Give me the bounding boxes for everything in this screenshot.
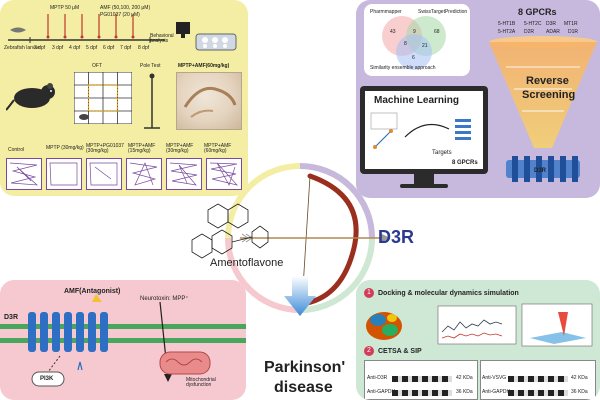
blot-right-label-2: Anti-GAPDH (482, 389, 511, 395)
reverse-screening-funnel (489, 36, 597, 182)
venn-num-e: 21 (422, 43, 428, 49)
timeline-label-6dpf: 6 dpf (103, 45, 115, 51)
amentoflavone-label: Amentoflavone (210, 257, 284, 269)
step-2-label: CETSA & SIP (378, 348, 422, 355)
blot-left-label-1: Anti-D3R (367, 375, 388, 381)
timeline-label-8dpf: 8 dpf (138, 45, 150, 51)
receptor-6: D2R (524, 29, 535, 35)
trace-pg (86, 158, 122, 190)
blot-right-kda-2: 36 KDa (571, 389, 588, 395)
ml-targets-label: Targets (432, 150, 452, 156)
funnel-bottom-d3r: D3R (534, 168, 547, 174)
disease-label-line2: disease (274, 379, 333, 396)
monitor-frame (360, 86, 488, 174)
timeline-label-pg: PG01037 (20 μM) (100, 12, 140, 18)
receptor-3: D3R (546, 21, 557, 27)
venn-num-f: 6 (412, 55, 415, 61)
mouse-icon (6, 83, 55, 111)
group-label-control: Control (8, 147, 25, 153)
blot-right-label-1: Anti-VSVG (482, 375, 507, 381)
blot-right-kda-1: 42 KDa (571, 375, 588, 381)
oft-grid (74, 72, 132, 124)
step-1-badge: 1 (364, 288, 374, 298)
venn-num-d: 8 (404, 41, 407, 47)
mechanism-panel: AMF(Antagonist) D3R Neurotoxin: MPP⁺ PI3… (0, 280, 246, 400)
trace-control (6, 158, 42, 190)
receptor-2: 5-HT2C (524, 21, 542, 27)
group-label-amf60: MPTP+AMF (60mg/kg) (204, 143, 232, 154)
ml-count-label: 8 GPCRs (452, 160, 478, 166)
trace-amf15 (126, 158, 162, 190)
blot-band-right-2 (508, 390, 568, 396)
venn-diagram-card (364, 4, 470, 76)
timeline-label-7dpf: 7 dpf (120, 45, 132, 51)
step-2-badge: 2 (364, 346, 374, 356)
step-1-label: Docking & molecular dynamics simulation (378, 290, 519, 297)
target-prediction-panel: Pharmmapper SwissTargetPrediction Simila… (356, 0, 600, 198)
timeline-label-mptp: MPTP 50 μM (50, 5, 80, 11)
trace-amf60 (206, 158, 242, 190)
timeline-label-3dpf: 3 dpf (52, 45, 64, 51)
treatment-timeline (8, 14, 237, 51)
group-label-mptp: MPTP (30mg/kg) (46, 145, 84, 151)
timeline-label-amf: AMF (50,100, 200 μM) (100, 5, 151, 11)
venn-label-pharmmapper: Pharmmapper (370, 9, 402, 15)
timeline-label-5dpf: 5 dpf (86, 45, 98, 51)
timeline-label-behavior: Behavioral analysis (150, 33, 174, 44)
group-label-amf30: MPTP+AMF (30mg/kg) (166, 143, 194, 154)
receptor-1: 5-HT1B (498, 21, 516, 27)
receptor-8: D1R (568, 29, 579, 35)
blot-band-left-1 (392, 376, 452, 382)
funnel-label-reverse: Reverse (526, 75, 569, 87)
trace-amf30 (166, 158, 202, 190)
blot-band-right-1 (508, 376, 568, 382)
blot-left-kda-2: 36 KDa (456, 389, 473, 395)
group-label-pg: MPTP+PG01037 (30mg/kg) (86, 143, 124, 154)
center-illustration (191, 163, 390, 316)
venn-label-swiss: SwissTargetPrediction (418, 9, 468, 15)
venn-label-sea: Similarity ensemble approach (370, 65, 436, 71)
group-label-amf15: MPTP+AMF (15mg/kg) (128, 143, 156, 154)
membrane-receptor-illustration (0, 294, 246, 387)
monitor-screen (365, 91, 483, 169)
trace-mptp (46, 158, 82, 190)
funnel-title: 8 GPCRs (518, 7, 557, 17)
receptor-5: 5-HT2A (498, 29, 516, 35)
blot-left-kda-1: 42 KDa (456, 375, 473, 381)
venn-num-c: 9 (413, 29, 416, 35)
in-vivo-panel: MPTP 50 μM AMF (50,100, 200 μM) PG01037 … (0, 0, 248, 196)
disease-label-line1: Parkinson' (264, 359, 346, 376)
docking-md-figures (366, 303, 593, 347)
monitor-base (400, 184, 448, 188)
ml-title: Machine Learning (374, 95, 460, 106)
receptor-4: MT1R (564, 21, 578, 27)
blot-band-left-2 (392, 390, 452, 396)
funnel-label-screening: Screening (522, 89, 576, 101)
timeline-label-larvae: Zebrafish larvae (4, 45, 40, 51)
pi3k-label: PI3K (40, 376, 54, 382)
venn-num-a: 43 (390, 29, 396, 35)
timeline-label-2dpf: 2 dpf (34, 45, 46, 51)
timeline-label-4dpf: 4 dpf (69, 45, 81, 51)
venn-num-b: 68 (434, 29, 440, 35)
pole-test-label: Pole Test (140, 63, 161, 69)
histology-image (176, 72, 242, 130)
validation-panel: 1 Docking & molecular dynamics simulatio… (356, 280, 600, 400)
monitor-stand (414, 174, 434, 184)
pole-test-illustration (144, 73, 160, 129)
antagonist-title: AMF(Antagonist) (64, 288, 121, 295)
mito-dysfunction-label: Mitochondrial dysfunction (186, 377, 216, 388)
histology-label: MPTP+AMF(60mg/kg) (178, 63, 230, 69)
d3r-target-label: D3R (378, 227, 415, 247)
receptor-7: ADAR (546, 29, 560, 35)
receptor-label: D3R (4, 314, 19, 321)
oft-label: OFT (92, 63, 102, 69)
blot-left-label-2: Anti-GAPDH (367, 389, 396, 395)
neurotoxin-label: Neurotoxin: MPP⁺ (140, 296, 189, 302)
